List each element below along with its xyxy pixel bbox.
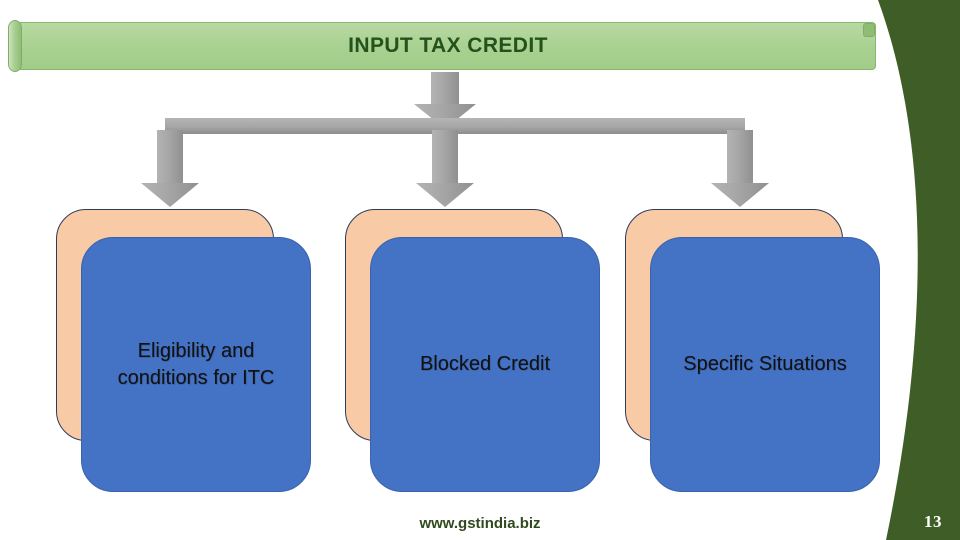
root-down-arrow — [414, 72, 476, 129]
card-label: Eligibility and conditions for ITC — [117, 340, 275, 389]
footer-website-url: www.gstindia.biz — [419, 515, 541, 532]
title-banner-body: INPUT TAX CREDIT — [20, 22, 876, 70]
banner-corner-tab — [863, 23, 875, 37]
banner-scroll-roll — [8, 20, 22, 72]
title-banner: INPUT TAX CREDIT — [8, 20, 876, 72]
branch-bar — [165, 118, 745, 134]
card-front-plate[interactable]: Specific Situations — [650, 237, 880, 492]
card-label: Blocked Credit — [419, 353, 551, 376]
page-title: INPUT TAX CREDIT — [348, 34, 548, 57]
branch-down-arrow-2 — [416, 130, 474, 207]
branch-down-arrow-1 — [141, 130, 199, 207]
card-label: Specific Situations — [683, 353, 847, 376]
branch-down-arrow-3 — [711, 130, 769, 207]
card-front-plate[interactable]: Blocked Credit — [370, 237, 600, 492]
card-front-plate[interactable]: Eligibility and conditions for ITC — [81, 237, 311, 492]
